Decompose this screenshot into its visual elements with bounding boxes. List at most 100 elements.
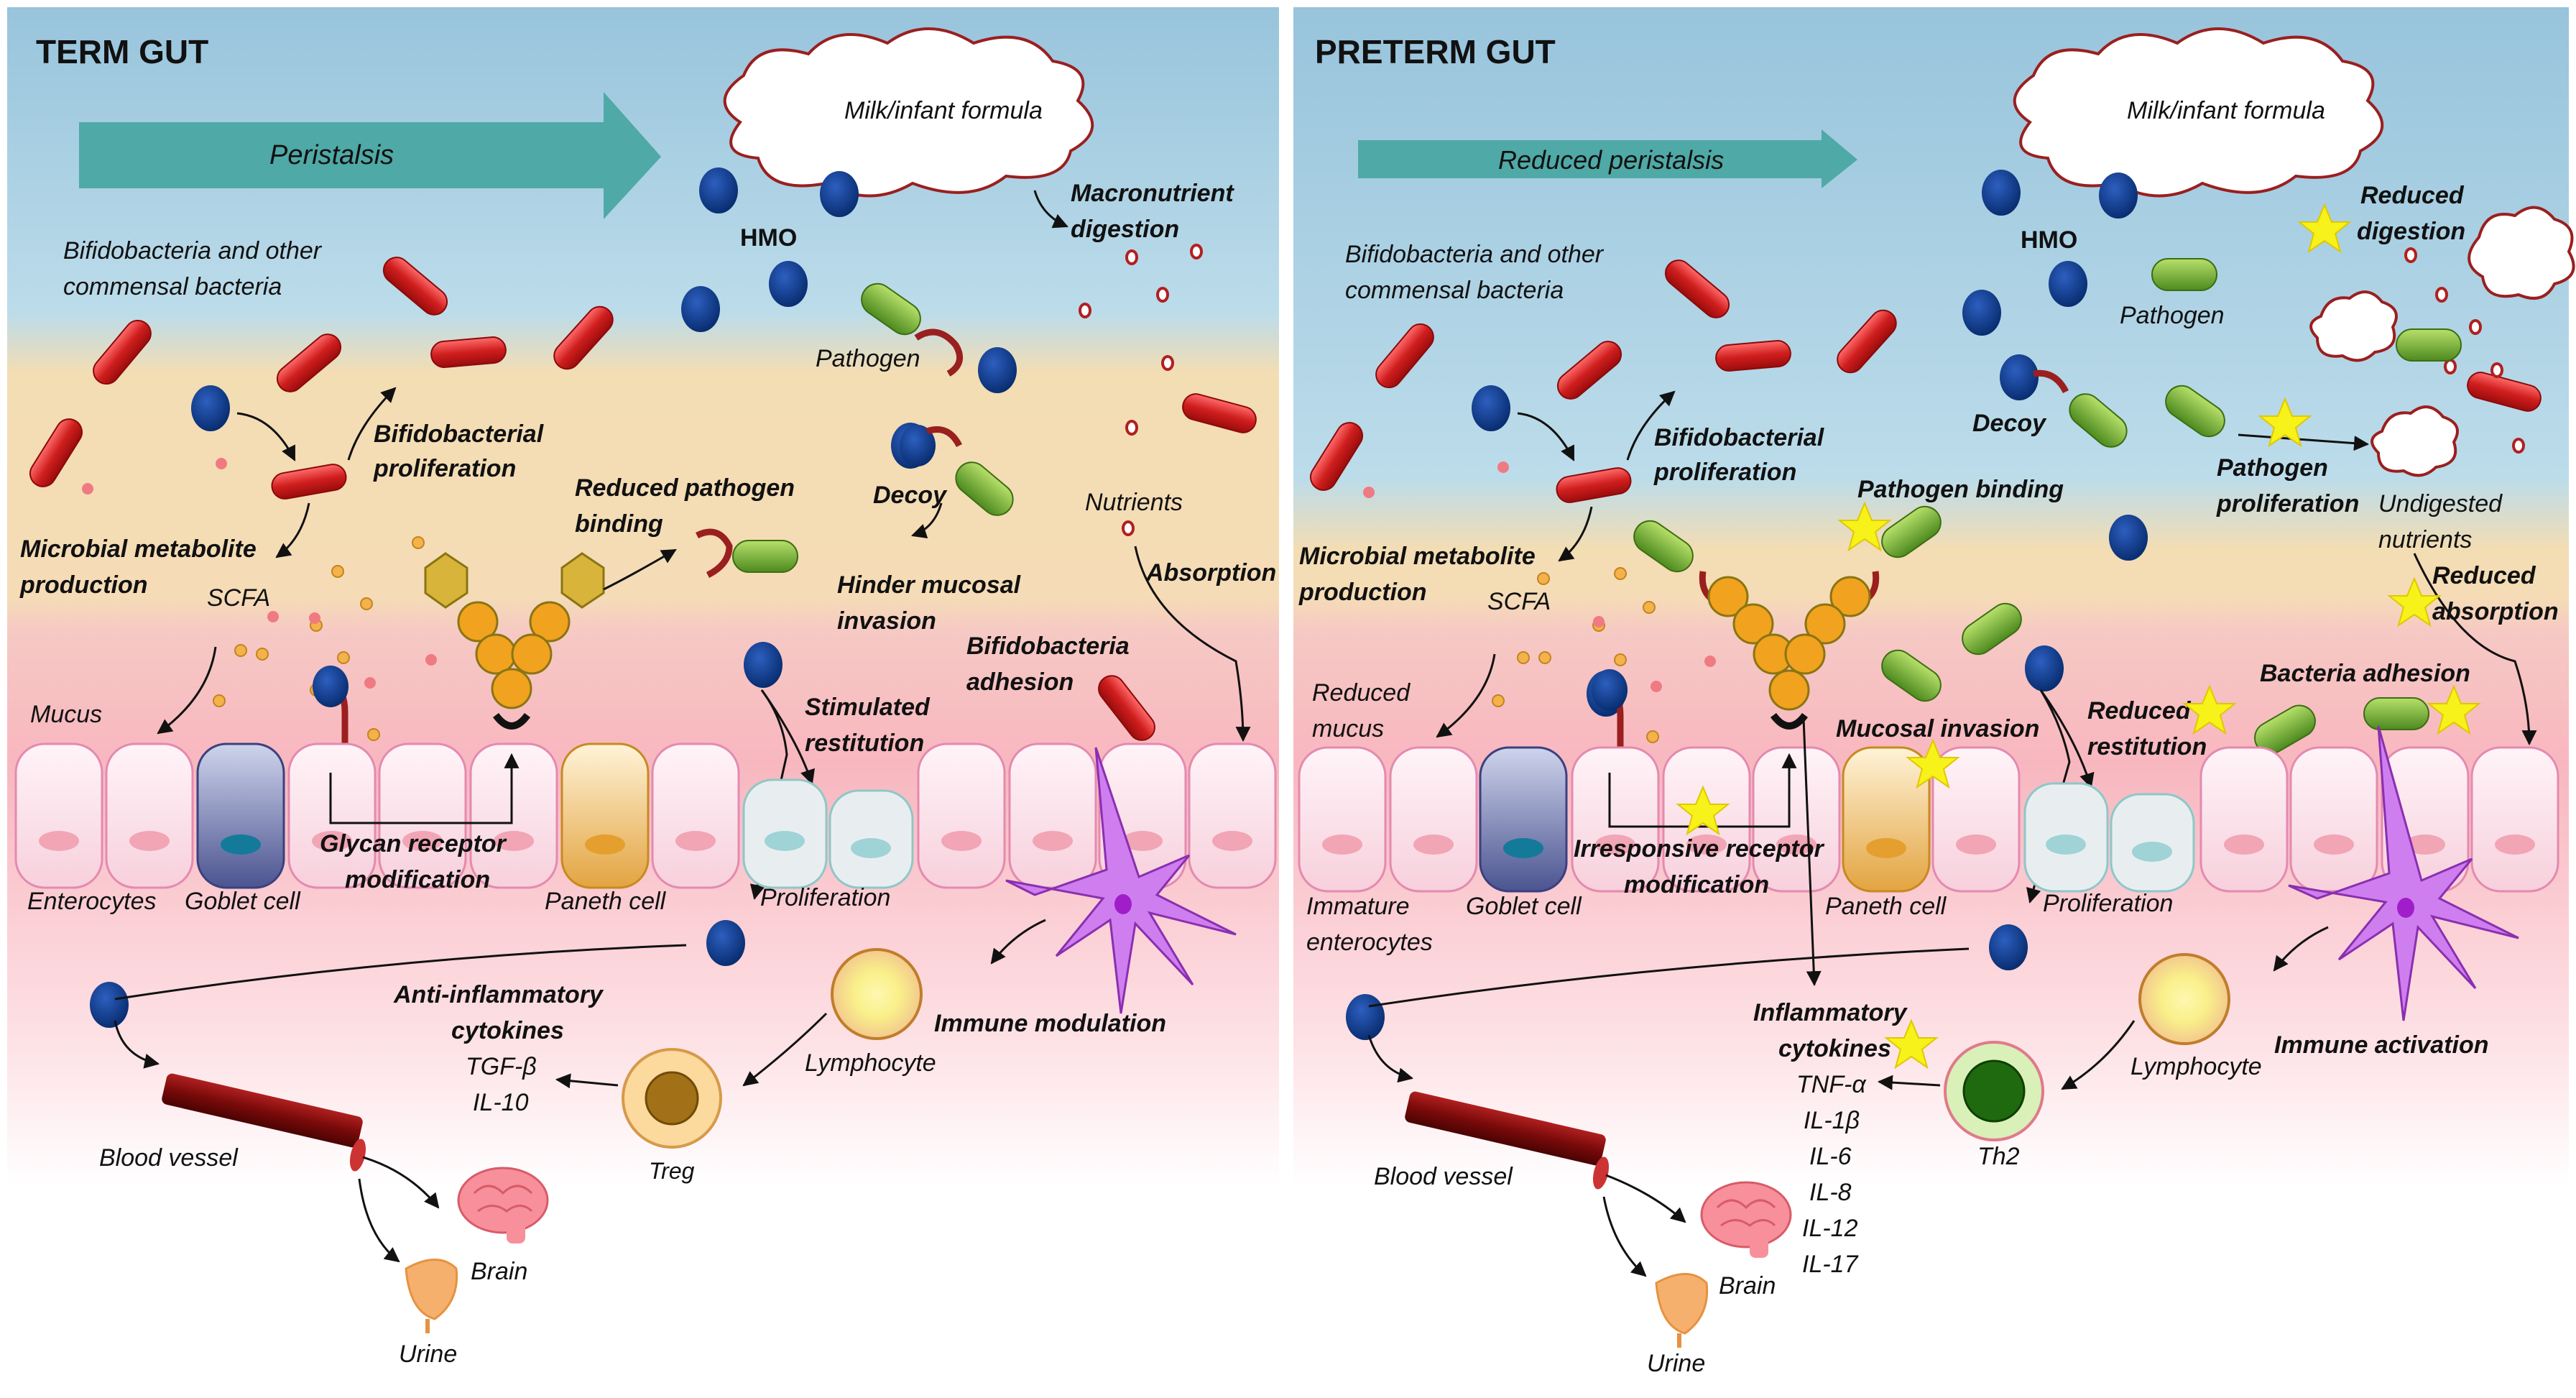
- inflam-label-2: cytokines: [1778, 1035, 1891, 1062]
- preterm-panel: [1293, 7, 2569, 1186]
- blood-vessel-preterm: [1405, 1091, 1610, 1190]
- bladder-icon-preterm: [1655, 1273, 1709, 1348]
- undigested-label-2: nutrients: [2378, 526, 2472, 553]
- glycan-receptor: [313, 552, 605, 751]
- milk-label: Milk/infant formula: [844, 97, 1043, 124]
- dendritic-cell-preterm: [2288, 725, 2519, 1021]
- commensal-bacteria: [29, 257, 1257, 741]
- undigested-label-1: Undigested: [2378, 490, 2503, 518]
- pathogens-preterm: [1633, 258, 2462, 755]
- preterm-title: PRETERM GUT: [1315, 33, 1556, 70]
- immune-activation-label: Immune activation: [2274, 1031, 2489, 1059]
- reduced-absorption-label-2: absorption: [2432, 598, 2559, 625]
- nutrients-label: Nutrients: [1085, 489, 1183, 516]
- paneth-label-preterm: Paneth cell: [1825, 893, 1947, 920]
- treg-label: Treg: [649, 1158, 695, 1184]
- reduced-restitution-label-1: Reduced: [2087, 697, 2192, 725]
- anti-label-2: cytokines: [451, 1017, 564, 1044]
- metabolite-label-2: production: [19, 571, 148, 599]
- absorption-label: Absorption: [1145, 559, 1276, 587]
- pathogen-binding-label: Pathogen binding: [1857, 476, 2064, 503]
- decoy-label-preterm: Decoy: [1972, 410, 2047, 437]
- milk-label-preterm: Milk/infant formula: [2127, 97, 2325, 124]
- immune-label: Immune modulation: [934, 1010, 1166, 1037]
- lymphocyte-label-preterm: Lymphocyte: [2130, 1053, 2262, 1080]
- pathogen-label: Pathogen: [816, 345, 920, 372]
- inflam-label-1: Inflammatory: [1753, 999, 1908, 1026]
- tgf-label: TGF-β: [466, 1053, 537, 1080]
- goblet-label: Goblet cell: [185, 888, 301, 915]
- immature-label-1: Immature: [1306, 893, 1410, 920]
- macro-label-2: digestion: [1071, 216, 1179, 243]
- bifido-label-preterm-2: commensal bacteria: [1345, 277, 1564, 304]
- reduced-peristalsis-label: Reduced peristalsis: [1498, 145, 1724, 175]
- pink-particles: [82, 458, 437, 689]
- restitution-label-2: restitution: [805, 730, 924, 757]
- brain-label: Brain: [471, 1258, 527, 1285]
- metabolite-preterm-1: Microbial metabolite: [1299, 543, 1536, 570]
- peristalsis-arrow: [79, 92, 661, 219]
- bladder-icon: [405, 1259, 458, 1333]
- cytokine-5: IL-17: [1802, 1251, 1859, 1278]
- brain-icon: [457, 1167, 549, 1243]
- bif-adh-label-1: Bifidobacteria: [966, 633, 1130, 660]
- bifido-label-1: Bifidobacteria and other: [63, 237, 323, 265]
- pathogen-prolif-label-2: proliferation: [2216, 490, 2359, 518]
- commensal-bacteria-preterm: [1309, 259, 2542, 503]
- hmo-label-preterm: HMO: [2021, 226, 2077, 254]
- bound-pathogen: [695, 528, 798, 579]
- th2-label: Th2: [1977, 1143, 2020, 1170]
- bacteria-adhesion-label: Bacteria adhesion: [2260, 660, 2470, 687]
- decoy-label: Decoy: [873, 482, 948, 509]
- bif-prolif-label-2: proliferation: [373, 455, 516, 482]
- dendritic-cell: [1005, 747, 1237, 1014]
- blood-vessel: [162, 1073, 366, 1172]
- cytokine-3: IL-8: [1809, 1179, 1852, 1206]
- reduced-absorption-label-1: Reduced: [2432, 562, 2536, 589]
- bifido-label-preterm-1: Bifidobacteria and other: [1345, 241, 1605, 268]
- proliferation-label: Proliferation: [760, 884, 890, 911]
- treg-cell: [622, 1048, 722, 1149]
- decoy-complex: [900, 425, 1014, 516]
- nuclei-preterm: [1322, 834, 2535, 862]
- lymphocyte: [831, 948, 923, 1040]
- reduced-digestion-label-1: Reduced: [2360, 182, 2465, 209]
- pink-particles-preterm: [1363, 461, 1716, 692]
- lymphocyte-preterm: [2138, 953, 2230, 1045]
- hmo-label: HMO: [740, 224, 797, 252]
- term-title: TERM GUT: [36, 33, 208, 70]
- urine-label: Urine: [399, 1340, 457, 1368]
- pathogen-label-preterm: Pathogen: [2120, 302, 2225, 329]
- bif-prolif-preterm-1: Bifidobacterial: [1654, 424, 1825, 451]
- scfa-label: SCFA: [207, 584, 270, 612]
- metabolite-label-1: Microbial metabolite: [20, 535, 257, 563]
- reduced-binding-label-1: Reduced pathogen: [575, 474, 795, 502]
- restitution-label-1: Stimulated: [805, 694, 931, 721]
- irresponsive-label-2: modification: [1624, 871, 1769, 898]
- brain-icon-preterm: [1700, 1181, 1792, 1258]
- term-panel: [7, 7, 1279, 1186]
- immature-label-2: enterocytes: [1306, 929, 1433, 956]
- enterocytes-label: Enterocytes: [27, 888, 157, 915]
- peristalsis-label: Peristalsis: [269, 140, 394, 170]
- reduced-peristalsis-arrow: [1358, 129, 1857, 188]
- th2-cell: [1944, 1041, 2044, 1141]
- metabolite-preterm-2: production: [1298, 579, 1427, 606]
- hmo-dots-preterm: [1346, 170, 2148, 1040]
- bifido-label-2: commensal bacteria: [63, 273, 282, 300]
- cytokine-4: IL-12: [1802, 1215, 1858, 1242]
- mucosal-invasion-label: Mucosal invasion: [1836, 715, 2039, 742]
- reduced-mucus-label-1: Reduced: [1312, 679, 1411, 707]
- paneth-label: Paneth cell: [545, 888, 667, 915]
- reduced-digestion-label-2: digestion: [2357, 218, 2465, 245]
- reduced-mucus-label-2: mucus: [1312, 715, 1384, 742]
- irresponsive-receptor: [1604, 571, 1880, 755]
- goblet-label-preterm: Goblet cell: [1466, 893, 1582, 920]
- reduced-binding-label-2: binding: [575, 510, 663, 538]
- nutrient-particles: [1079, 244, 1203, 536]
- brain-label-preterm: Brain: [1719, 1272, 1776, 1300]
- bif-prolif-preterm-2: proliferation: [1653, 459, 1796, 486]
- urine-label-preterm: Urine: [1647, 1350, 1705, 1377]
- glycan-label-2: modification: [345, 866, 490, 893]
